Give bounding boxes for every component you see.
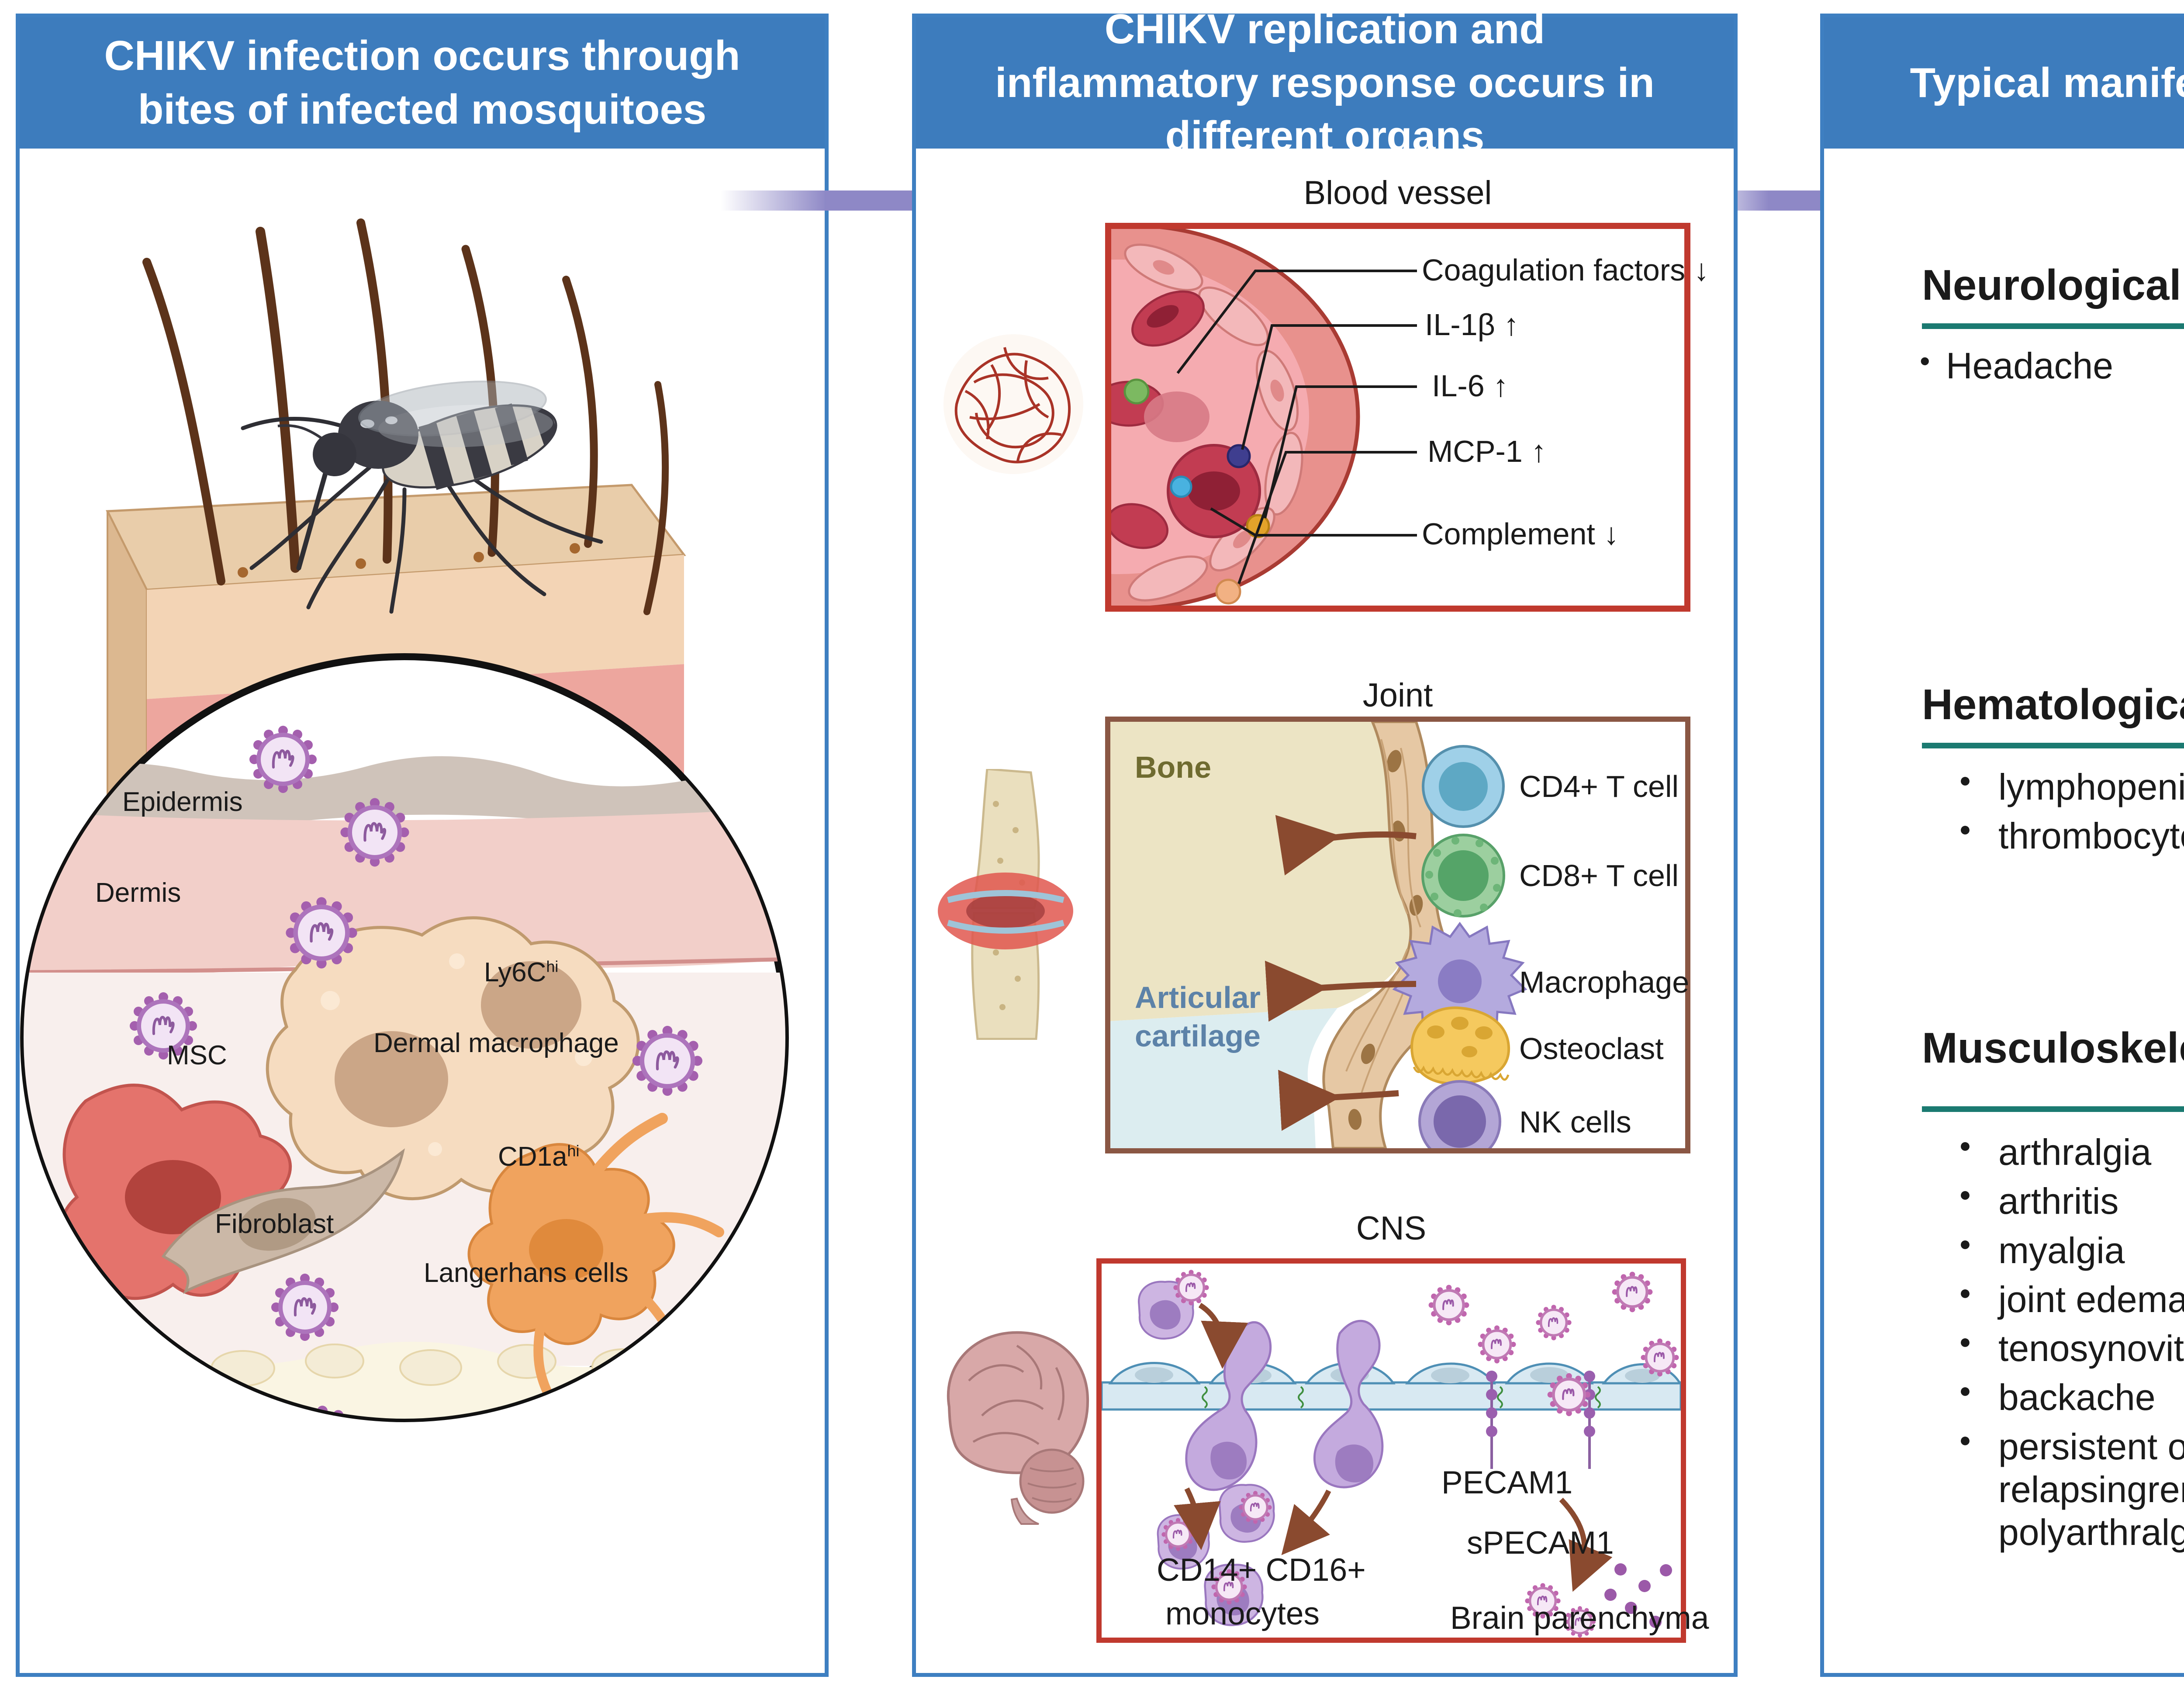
osteoclast-cell <box>1410 1006 1510 1085</box>
mcp1-dot-icon <box>1215 578 1241 605</box>
label-fibroblast: Fibroblast <box>215 1209 334 1239</box>
label-mcp1: MCP-1 ↑ <box>1427 434 1547 468</box>
hematological-pointer-line <box>1922 743 2184 748</box>
label-dermal-macrophage: Dermal macrophage <box>373 1028 619 1058</box>
musculoskeletal-list: arthralgia arthritis myalgia joint edema… <box>1946 1131 2184 1560</box>
endothelial-nuclei <box>1153 260 1284 548</box>
label-cd1a: CD1ahi <box>498 1142 580 1172</box>
label-ly6c: Ly6Chi <box>484 957 559 987</box>
skin-hairs <box>142 218 669 615</box>
symptom-item: Headache <box>1920 344 2113 387</box>
il6-helper-dot-icon <box>1170 475 1192 498</box>
joint-illustration <box>1110 722 1527 1148</box>
transmigrating-monocyte <box>1185 1321 1272 1491</box>
blood-vessel-illustration <box>1111 229 1417 606</box>
label-coagulation: Coagulation factors ↓ <box>1422 253 1709 287</box>
magnifier-circle <box>20 653 789 1422</box>
fibroblast-cell <box>161 1148 405 1294</box>
label-cd8: CD8+ T cell <box>1519 859 1679 893</box>
skin-infection-illustration <box>20 218 789 1422</box>
symptom-item: lymphopenia <box>1946 765 2184 808</box>
mosquito-illustration <box>241 381 603 614</box>
cd8-t-cell <box>1421 834 1505 918</box>
label-bone: Bone <box>1135 750 1211 784</box>
label-epidermis: Epidermis <box>122 787 243 817</box>
label-cd4: CD4+ T cell <box>1519 769 1679 803</box>
panel-manifestations-header: Typical manifestations of CHIKV disease … <box>1824 17 2184 149</box>
label-monocytes-1: CD14+ CD16+ <box>1157 1552 1366 1588</box>
coagulation-dot-icon <box>1123 378 1150 405</box>
panel-manifestations-title: Typical manifestations of CHIKV disease … <box>1910 59 2184 106</box>
panel-infection-title: CHIKV infection occurs through bites of … <box>104 32 740 133</box>
label-osteoclast: Osteoclast <box>1519 1032 1664 1066</box>
neurological-list: Headache <box>1920 344 2113 393</box>
monocyte-cells <box>1139 1270 1384 1625</box>
specam1-fragments <box>1604 1563 1672 1628</box>
dermal-macrophage-cells <box>266 916 640 1201</box>
endothelium-layer <box>1102 1362 1681 1411</box>
bone-region <box>1110 722 1411 1021</box>
label-langerhans: Langerhans cells <box>424 1258 629 1288</box>
transmigrating-monocyte <box>1313 1319 1384 1489</box>
symptom-item: myalgia <box>1946 1229 2184 1272</box>
panel-replication-header: CHIKV replication and inflammatory respo… <box>916 6 1734 159</box>
leader-lines <box>1176 270 1417 585</box>
brain-illustration <box>947 1331 1089 1525</box>
virus-particles <box>1429 1272 1679 1377</box>
langerhans-cell <box>467 1113 724 1407</box>
cd4-t-cell <box>1422 745 1505 828</box>
label-cartilage: Articular cartilage <box>1135 980 1261 1053</box>
heading-musculoskeletal: Musculoskeletal <box>1922 1024 2184 1072</box>
neurological-pointer-line <box>1922 323 2184 329</box>
label-complement: Complement ↓ <box>1422 517 1619 551</box>
symptom-item: arthralgia <box>1946 1131 2184 1174</box>
cns-illustration <box>1102 1264 1681 1638</box>
il6-dot-icon <box>1246 514 1270 538</box>
musculoskeletal-pointer-line <box>1922 1106 2184 1112</box>
label-monocytes-2: monocytes <box>1165 1596 1320 1631</box>
heading-hematological: Hematological <box>1922 680 2184 728</box>
label-pecam1: PECAM1 <box>1441 1465 1573 1500</box>
symptom-item: tenosynovitis <box>1946 1327 2184 1370</box>
symptom-item: backache <box>1946 1376 2184 1419</box>
infiltration-arrows <box>1265 815 1417 1131</box>
label-msc: MSC <box>167 1040 227 1070</box>
junction-proteins <box>1202 1386 1601 1409</box>
section-title-joint: Joint <box>1362 677 1433 714</box>
nk-cell <box>1418 1080 1501 1148</box>
symptom-item: joint edema <box>1946 1278 2184 1321</box>
label-brain-parenchyma: Brain parenchyma <box>1450 1600 1709 1636</box>
heading-neurological: Neurological <box>1922 261 2181 309</box>
pecam1-receptors <box>1486 1371 1595 1469</box>
section-title-cns: CNS <box>1356 1210 1427 1247</box>
macrophage-cell <box>1392 921 1527 1041</box>
label-dermis: Dermis <box>95 878 181 908</box>
label-specam1: sPECAM1 <box>1467 1525 1614 1561</box>
panel-infection-header: CHIKV infection occurs through bites of … <box>20 17 825 149</box>
knee-joint-illustration <box>938 769 1073 1040</box>
panel-replication-title: CHIKV replication and inflammatory respo… <box>995 5 1655 160</box>
capillary-ball-illustration <box>943 334 1083 474</box>
hematological-list: lymphopenia thrombocytopenia <box>1946 765 2184 864</box>
cns-arrows <box>1174 1302 1613 1592</box>
symptom-item: persistent or relapsingremitting polyart… <box>1946 1425 2184 1554</box>
cytokine-dots <box>1123 378 1270 605</box>
symptom-item: thrombocytopenia <box>1946 814 2184 857</box>
label-macrophage: Macrophage <box>1519 965 1690 999</box>
label-il6: IL-6 ↑ <box>1432 369 1509 403</box>
section-title-blood-vessel: Blood vessel <box>1303 174 1492 211</box>
label-nk: NK cells <box>1519 1105 1631 1139</box>
label-il1b: IL-1β ↑ <box>1425 308 1519 342</box>
symptom-item: arthritis <box>1946 1180 2184 1222</box>
il1b-dot-icon <box>1227 444 1251 468</box>
